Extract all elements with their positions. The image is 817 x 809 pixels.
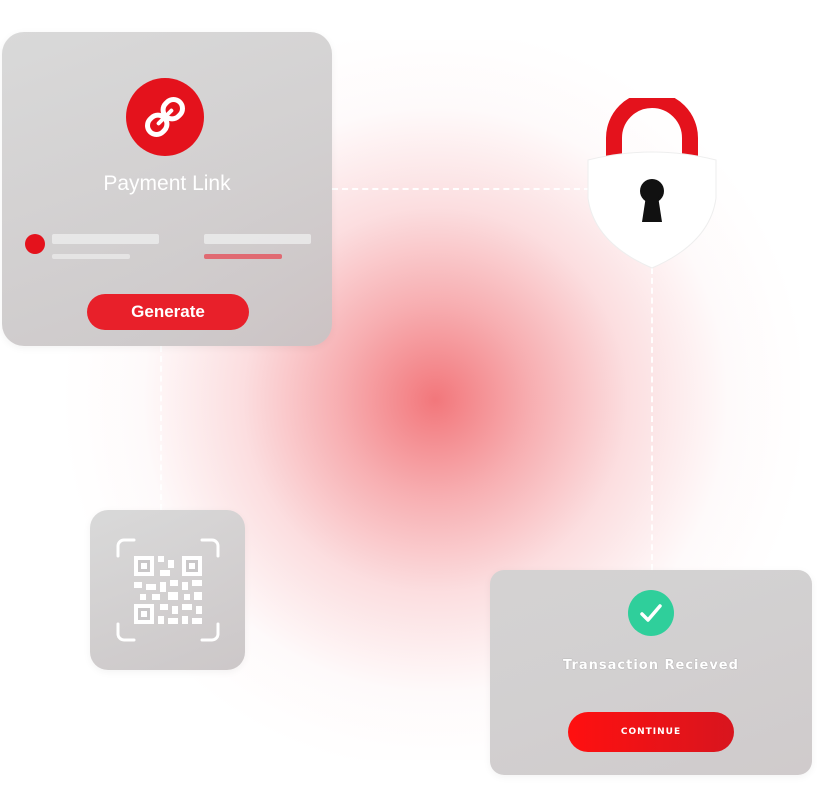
connector-line-top [332,188,590,190]
continue-button[interactable]: CONTINUE [568,712,734,752]
link-icon [145,97,185,137]
success-badge [628,590,674,636]
qr-code-icon [116,538,220,642]
transaction-card: Transaction Recieved CONTINUE [490,570,812,775]
connector-line-right [651,268,653,570]
transaction-message: Transaction Recieved [563,658,739,673]
qr-code-card[interactable] [90,510,245,670]
payment-link-title: Payment Link [103,172,231,195]
placeholder-bar [52,234,159,244]
connector-line-left [160,346,162,510]
placeholder-bar [52,254,130,259]
generate-button[interactable]: Generate [87,294,249,330]
checkmark-icon [640,604,662,622]
status-dot [25,234,45,254]
padlock-icon [587,98,717,269]
placeholder-bar [204,234,311,244]
payment-link-card: Payment Link Generate [2,32,332,346]
placeholder-bar-accent [204,254,282,259]
link-icon-badge [126,78,204,156]
